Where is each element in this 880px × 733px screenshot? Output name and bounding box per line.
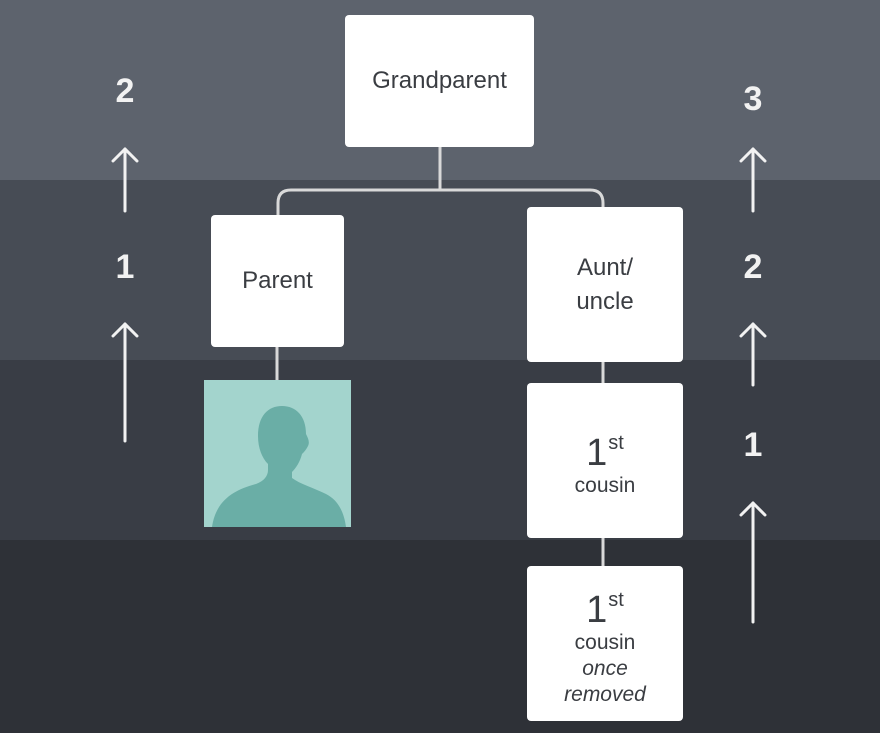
- connector-branch: [276, 188, 605, 216]
- removed-cousin-suffix: st: [608, 588, 624, 611]
- left-step-1: 1: [115, 248, 135, 286]
- first-cousin-number: 1: [586, 431, 608, 474]
- removed-cousin-text: cousin: [574, 630, 636, 654]
- right-arrow-middle: [739, 322, 767, 387]
- right-step-1: 1: [743, 426, 763, 464]
- right-step-2: 2: [743, 248, 763, 286]
- removed-cousin-detail-line2: removed: [564, 682, 646, 706]
- generation-band-child: [0, 540, 880, 733]
- first-cousin-ordinal: 1st: [586, 423, 624, 473]
- aunt-uncle-node: Aunt/ uncle: [527, 207, 683, 362]
- removed-cousin-number: 1: [586, 588, 608, 631]
- left-arrow-upper: [111, 147, 139, 213]
- right-arrow-upper: [739, 147, 767, 213]
- grandparent-label: Grandparent: [372, 67, 507, 94]
- first-cousin-suffix: st: [608, 431, 624, 454]
- first-cousin-text: cousin: [574, 473, 636, 497]
- removed-cousin-ordinal: 1st: [586, 580, 624, 630]
- aunt-uncle-label-line1: Aunt/: [576, 253, 634, 281]
- left-arrow-lower: [111, 322, 139, 443]
- parent-node: Parent: [211, 215, 344, 347]
- generation-band-parent: [0, 180, 880, 360]
- first-cousin-once-removed-node: 1st cousin once removed: [527, 566, 683, 721]
- person-silhouette-icon: [212, 406, 346, 527]
- parent-label: Parent: [242, 267, 313, 294]
- removed-cousin-detail-line1: once: [582, 656, 628, 680]
- generation-band-self: [0, 360, 880, 540]
- aunt-uncle-label-line2: uncle: [576, 287, 634, 315]
- right-arrow-lower: [739, 501, 767, 624]
- self-avatar: [204, 380, 351, 527]
- left-step-2: 2: [115, 72, 135, 110]
- first-cousin-node: 1st cousin: [527, 383, 683, 538]
- grandparent-node: Grandparent: [345, 15, 534, 147]
- right-step-3: 3: [743, 80, 763, 118]
